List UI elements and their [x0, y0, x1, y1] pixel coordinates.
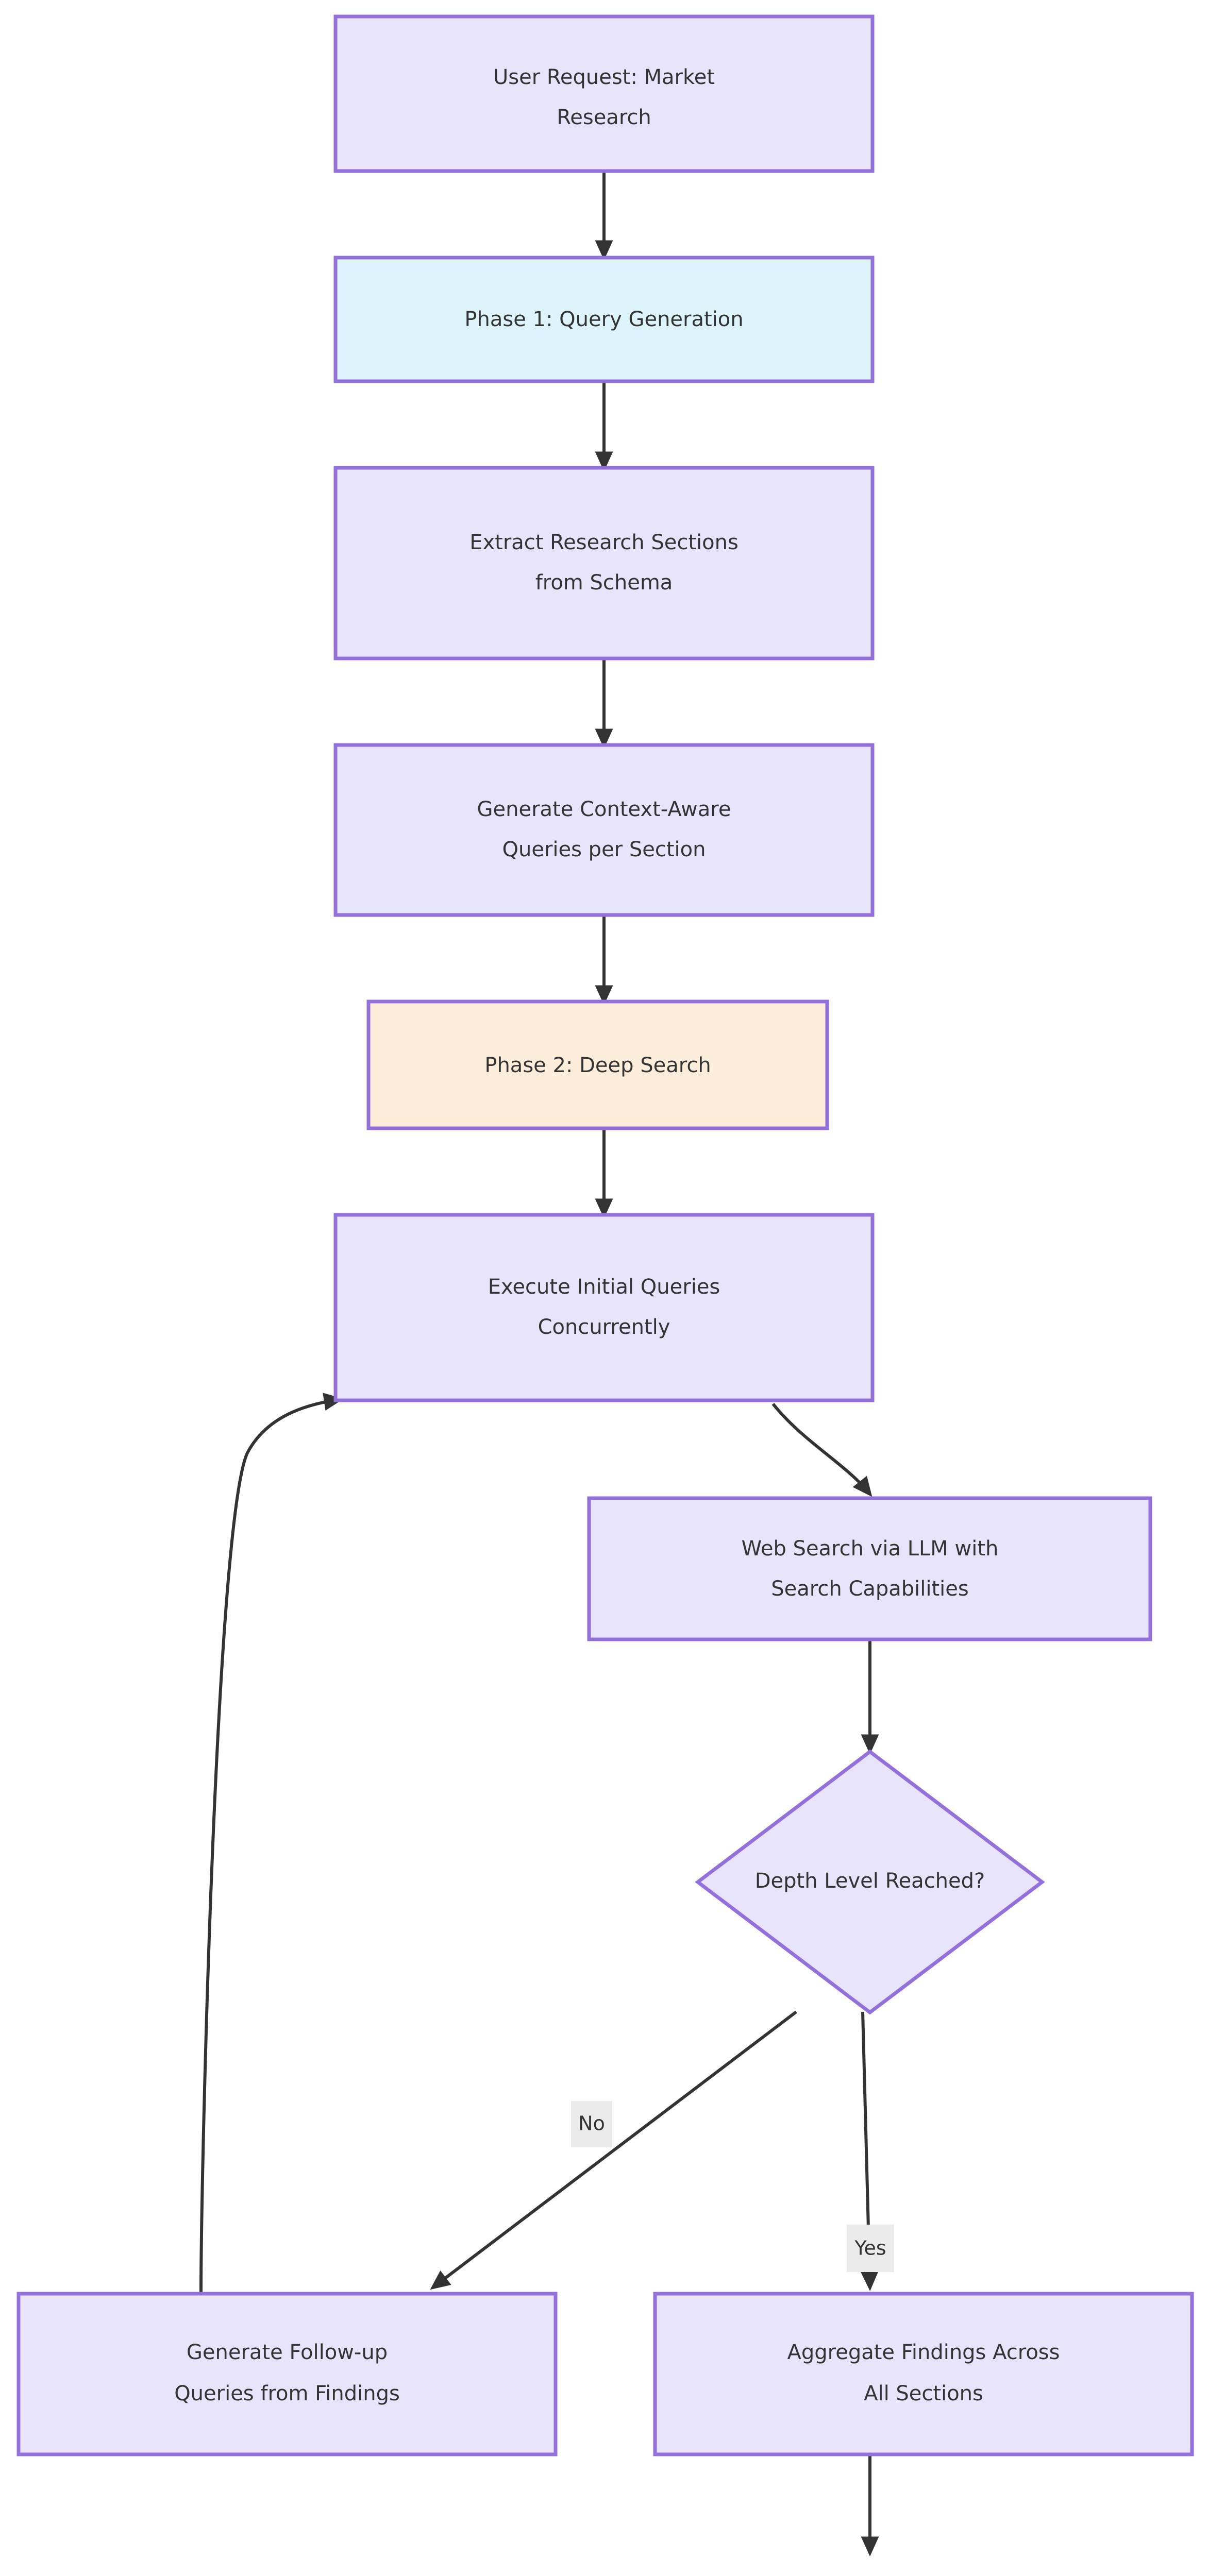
node-extract-sections-label-line2: from Schema — [535, 571, 673, 595]
edge-label-no-bg — [571, 2101, 612, 2147]
edge-followup-to-execute-initial — [199, 1393, 344, 2294]
node-generate-queries-label-line2: Queries per Section — [502, 838, 706, 861]
edge-label-yes: Yes — [847, 2225, 894, 2272]
node-followup-label-line1: Generate Follow-up — [187, 2341, 388, 2364]
node-web-search-shape — [587, 1496, 1152, 1641]
edge-depth-decision-no-to-followup — [430, 2010, 797, 2290]
node-execute-initial-shape — [333, 1213, 875, 1402]
node-depth-decision-shape — [695, 1749, 1045, 2015]
edge-label-yes-bg — [847, 2225, 894, 2272]
node-execute-initial[interactable]: Execute Initial Queries Concurrently — [333, 1213, 875, 1402]
node-aggregate[interactable]: Aggregate Findings Across All Sections — [653, 2292, 1194, 2456]
node-extract-sections-label-line1: Extract Research Sections — [469, 531, 739, 554]
node-phase1-shape — [333, 256, 875, 383]
node-generate-queries-label-line1: Generate Context-Aware — [477, 798, 731, 821]
node-execute-initial-label-line1: Execute Initial Queries — [488, 1275, 720, 1299]
node-depth-decision-label: Depth Level Reached? — [755, 1869, 985, 1893]
node-web-search-label-line1: Web Search via LLM with — [742, 1537, 999, 1561]
node-phase1-label: Phase 1: Query Generation — [464, 308, 743, 331]
node-user-request-label-line2: Research — [557, 106, 651, 129]
node-aggregate-label-line2: All Sections — [864, 2382, 983, 2405]
node-followup-label-line2: Queries from Findings — [174, 2382, 400, 2405]
node-extract-sections[interactable]: Extract Research Sections from Schema — [333, 466, 875, 660]
node-extract-sections-shape — [333, 466, 875, 660]
node-aggregate-label-line1: Aggregate Findings Across — [787, 2341, 1060, 2364]
node-user-request-shape — [333, 14, 875, 173]
node-generate-queries[interactable]: Generate Context-Aware Queries per Secti… — [333, 743, 875, 917]
node-user-request[interactable]: User Request: Market Research — [333, 14, 875, 173]
node-web-search-label-line2: Search Capabilities — [771, 1577, 968, 1601]
node-execute-initial-label-line2: Concurrently — [538, 1315, 670, 1339]
edge-execute-initial-to-web-search — [771, 1403, 873, 1497]
node-phase1[interactable]: Phase 1: Query Generation — [333, 256, 875, 383]
node-phase2-label: Phase 2: Deep Search — [484, 1054, 711, 1077]
edge-label-no-text: No — [578, 2112, 605, 2135]
edge-label-no: No — [571, 2101, 612, 2147]
node-user-request-label-line1: User Request: Market — [493, 65, 715, 89]
node-followup-shape — [16, 2292, 558, 2456]
edge-label-yes-text: Yes — [854, 2237, 886, 2260]
node-phase2[interactable]: Phase 2: Deep Search — [366, 999, 829, 1130]
node-aggregate-shape — [653, 2292, 1194, 2456]
node-depth-decision[interactable]: Depth Level Reached? — [695, 1749, 1045, 2015]
node-web-search[interactable]: Web Search via LLM with Search Capabilit… — [587, 1496, 1152, 1641]
node-generate-queries-shape — [333, 743, 875, 917]
node-phase2-shape — [366, 999, 829, 1130]
node-followup[interactable]: Generate Follow-up Queries from Findings — [16, 2292, 558, 2456]
